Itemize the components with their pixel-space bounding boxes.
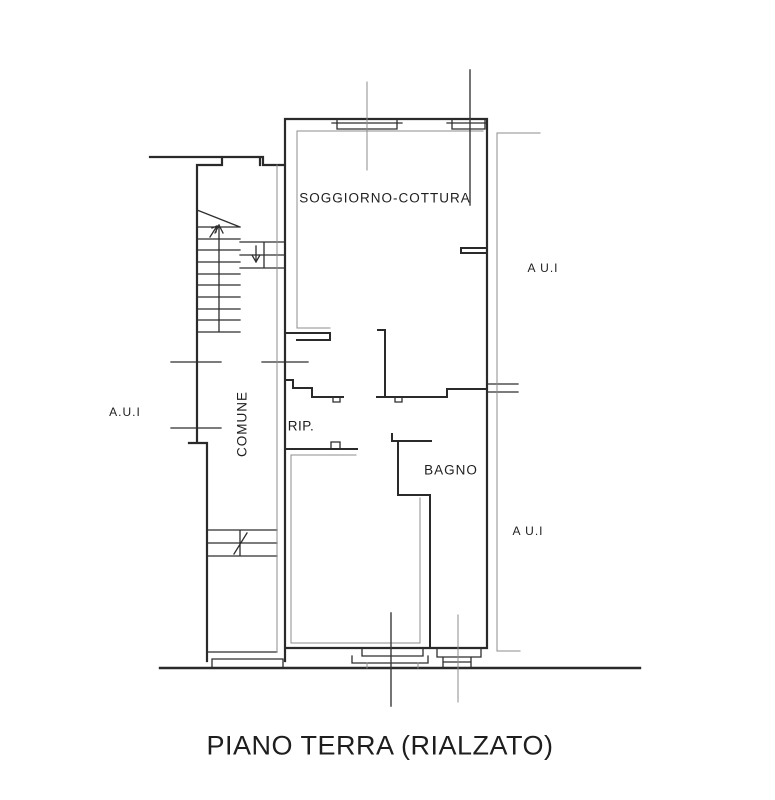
room-label-bagno: BAGNO (424, 462, 478, 478)
annotation-aui-right-top: A U.I (527, 261, 559, 275)
staircase (196, 209, 286, 333)
room-label-rip: RIP. (287, 418, 315, 434)
annotation-aui-right-bottom: A U.I (512, 524, 544, 538)
secondary-lines (276, 81, 541, 703)
room-label-comune: COMUNE (234, 391, 250, 457)
interior-walls (284, 247, 488, 648)
section-lines (390, 69, 471, 707)
drawing-title: PIANO TERRA (RIALZATO) (206, 730, 554, 761)
room-label-soggiorno-cottura: SOGGIORNO-COTTURA (299, 190, 471, 206)
annotation-aui-left: A.U.I (109, 405, 141, 419)
